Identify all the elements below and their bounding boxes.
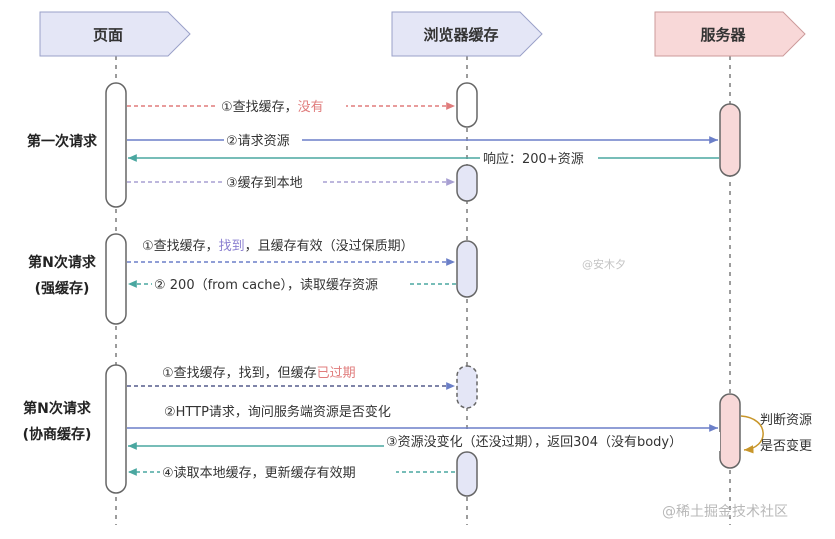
msg-read-local-cache: ④读取本地缓存，更新缓存有效期 <box>162 465 356 481</box>
page-header: 页面 <box>39 11 191 57</box>
cache-activation-1 <box>456 82 478 128</box>
cache-activation-3 <box>456 240 478 298</box>
msg-response-200: 响应：200+资源 <box>483 151 584 167</box>
msg-response-304: ③资源没变化（还没过期），返回304（没有body） <box>386 434 682 450</box>
section-first-title: 第一次请求 <box>27 133 98 150</box>
msg-from-cache-200: ② 200（from cache），读取缓存资源 <box>154 278 378 293</box>
page-activation-1 <box>105 82 127 208</box>
author-watermark: @安木夕 <box>582 257 626 271</box>
cache-activation-4 <box>456 365 478 409</box>
server-self-check-arrow <box>740 415 764 454</box>
msg-http-request: ②HTTP请求，询问服务端资源是否变化 <box>164 404 391 420</box>
server-activation-1 <box>719 103 741 177</box>
server-header-label: 服务器 <box>700 26 746 44</box>
cache-activation-2 <box>456 164 478 202</box>
server-note-line1: 判断资源 <box>760 413 812 428</box>
page-activation-2 <box>105 233 127 325</box>
server-note-line2: 是否变更 <box>760 438 812 454</box>
msg-find-cache-expired: ①查找缓存，找到，但缓存已过期 <box>162 366 356 381</box>
server-activation-2 <box>719 393 741 469</box>
server-header: 服务器 <box>654 11 806 57</box>
msg-find-cache-valid: ①查找缓存，找到，且缓存有效（没过保质期） <box>142 239 414 254</box>
section-negotiated-title: 第N次请求 <box>23 400 92 417</box>
browser-cache-header: 浏览器缓存 <box>391 11 543 57</box>
cache-activation-5 <box>456 451 478 497</box>
msg-find-cache-miss: ①查找缓存，没有 <box>221 100 324 115</box>
section-strong-subtitle: (强缓存) <box>35 280 90 297</box>
browser-cache-header-label: 浏览器缓存 <box>423 26 498 44</box>
section-negotiated-subtitle: (协商缓存) <box>23 426 92 443</box>
site-watermark: @稀土掘金技术社区 <box>662 504 788 520</box>
msg-save-to-local: ③缓存到本地 <box>226 176 303 191</box>
section-strong-title: 第N次请求 <box>28 254 97 271</box>
page-header-label: 页面 <box>93 26 123 44</box>
page-activation-3 <box>105 364 127 494</box>
msg-request-resource: ②请求资源 <box>226 134 290 149</box>
